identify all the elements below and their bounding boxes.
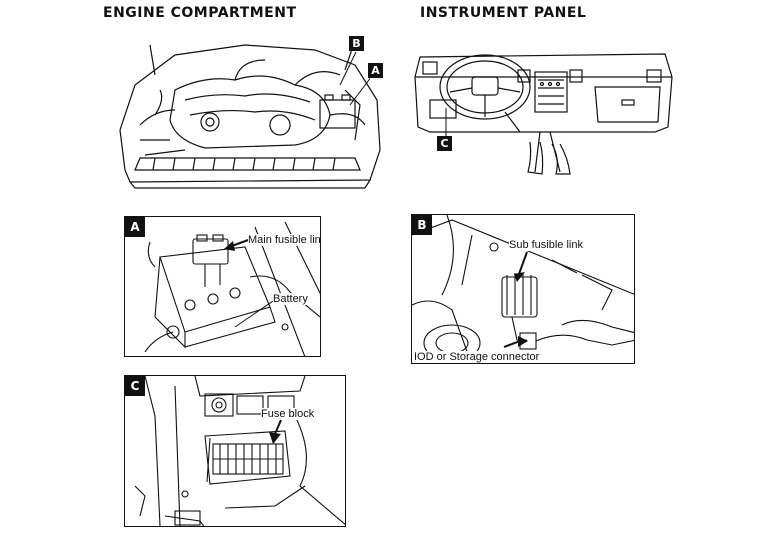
panel-b-callout-sub-fusible-link: Sub fusible link <box>509 239 583 251</box>
panel-b-letter: B <box>412 215 432 235</box>
panel-marker-c: C <box>437 136 452 151</box>
panel-b-callout-iod-connector: IOD or Storage connector <box>414 351 540 363</box>
instrument-panel-heading: INSTRUMENT PANEL <box>420 5 587 21</box>
engine-compartment-illustration <box>115 30 385 190</box>
detail-panel-c: C Fuse block <box>124 375 346 527</box>
detail-panel-a: A Main fusible link Battery <box>124 216 321 357</box>
engine-marker-a: A <box>368 63 383 78</box>
panel-a-letter: A <box>125 217 145 237</box>
engine-marker-b: B <box>349 36 364 51</box>
panel-c-callout-fuse-block: Fuse block <box>261 408 315 420</box>
engine-compartment-heading: ENGINE COMPARTMENT <box>103 5 297 21</box>
panel-a-callout-main-fusible-link: Main fusible link <box>248 234 320 246</box>
detail-panel-b: B Sub fusible link IOD or Storage connec… <box>411 214 635 364</box>
instrument-panel-illustration <box>410 32 675 182</box>
panel-a-callout-battery: Battery <box>273 293 308 305</box>
panel-c-letter: C <box>125 376 145 396</box>
